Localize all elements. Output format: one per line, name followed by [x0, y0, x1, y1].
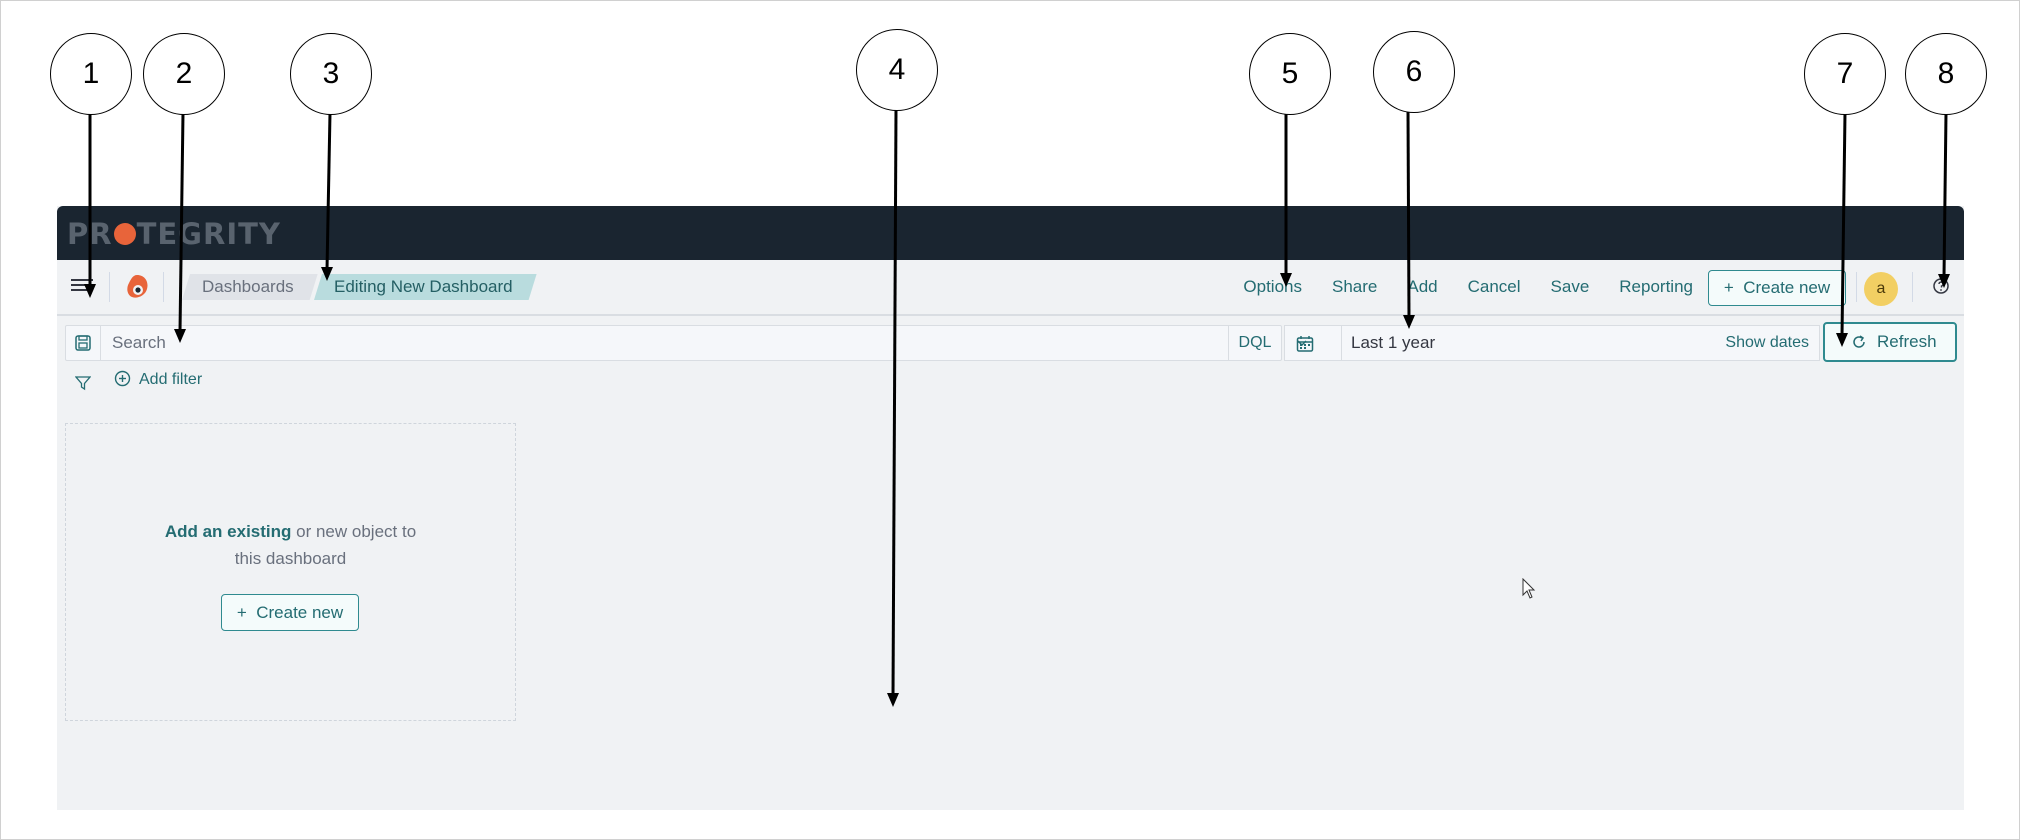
query-bar: DQL	[65, 325, 1282, 361]
callout-arrow-6	[1406, 110, 1411, 319]
callout-arrow-3	[325, 112, 332, 271]
search-input[interactable]	[112, 326, 1112, 360]
callout-arrow-8	[1942, 112, 1948, 278]
app-logo-icon[interactable]	[123, 273, 151, 301]
callout-6: 6	[1373, 31, 1455, 113]
add-link[interactable]: Add	[1407, 277, 1438, 296]
refresh-label: Refresh	[1877, 332, 1937, 351]
logo-o-icon	[113, 223, 136, 245]
callout-arrow-4	[891, 108, 898, 697]
quick-date-menu[interactable]	[1285, 326, 1342, 360]
refresh-icon	[1853, 335, 1865, 348]
create-new-label: Create new	[1743, 278, 1831, 297]
chevron-down-icon	[1297, 340, 1307, 347]
callout-7: 7	[1804, 33, 1886, 115]
filter-icon[interactable]	[75, 375, 91, 391]
callout-1: 1	[50, 33, 132, 115]
callout-arrow-2	[178, 112, 185, 333]
callout-8: 8	[1905, 33, 1987, 115]
user-avatar[interactable]: a	[1864, 272, 1898, 306]
panel-create-new-label: Create new	[256, 603, 344, 622]
nav-divider	[1912, 272, 1913, 302]
empty-panel-text-line2: this dashboard	[234, 549, 347, 568]
create-new-button[interactable]: + Create new	[1708, 270, 1846, 306]
empty-panel-text: or new object to	[291, 522, 417, 541]
date-picker: Last 1 year Show dates	[1284, 325, 1820, 361]
panel-create-new-button[interactable]: + Create new	[221, 594, 359, 631]
add-filter-button[interactable]: Add filter	[114, 371, 202, 389]
plus-circle-icon	[114, 371, 131, 387]
callout-2: 2	[143, 33, 225, 115]
mouse-cursor-icon	[1522, 578, 1536, 599]
hamburger-menu-icon[interactable]	[71, 276, 93, 296]
date-range-label[interactable]: Last 1 year	[1351, 333, 1436, 352]
query-divider	[100, 326, 101, 360]
plus-icon: +	[236, 603, 247, 622]
add-filter-label: Add filter	[139, 371, 203, 388]
logo-text-end: TEGRITY	[136, 217, 281, 251]
dql-toggle[interactable]: DQL	[1228, 326, 1281, 360]
callout-arrow-7	[1840, 112, 1847, 337]
save-link[interactable]: Save	[1550, 277, 1590, 296]
breadcrumb-dashboards[interactable]: Dashboards	[182, 274, 318, 300]
breadcrumb-editing-new-dashboard: Editing New Dashboard	[314, 274, 537, 300]
plus-icon: +	[1723, 278, 1734, 297]
refresh-button[interactable]: Refresh	[1823, 322, 1957, 362]
reporting-link[interactable]: Reporting	[1619, 277, 1693, 296]
add-existing-link[interactable]: Add an existing	[164, 522, 292, 541]
nav-links: Options Share Add Cancel Save Reporting	[1213, 274, 1693, 300]
show-dates-link[interactable]: Show dates	[1725, 334, 1809, 351]
nav-divider	[109, 272, 110, 302]
top-nav: Dashboards Editing New Dashboard Options…	[57, 260, 1964, 316]
callout-3: 3	[290, 33, 372, 115]
saved-query-icon[interactable]	[74, 334, 92, 352]
callout-4: 4	[856, 29, 938, 111]
nav-divider	[1856, 272, 1857, 302]
share-link[interactable]: Share	[1331, 277, 1378, 296]
nav-divider	[163, 272, 164, 302]
empty-panel-message: Add an existing or new object to this da…	[66, 518, 515, 572]
empty-dashboard-panel: Add an existing or new object to this da…	[65, 423, 516, 721]
cancel-link[interactable]: Cancel	[1467, 277, 1521, 296]
callout-5: 5	[1249, 33, 1331, 115]
